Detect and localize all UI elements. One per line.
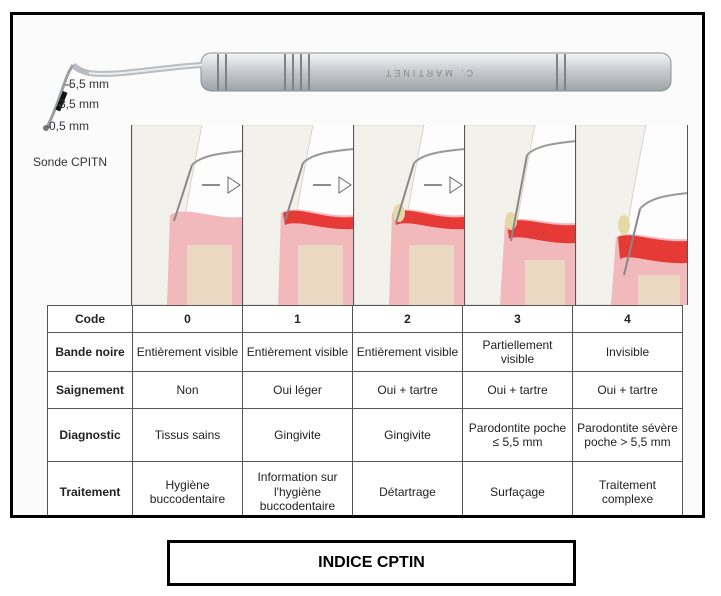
- saignement-cell: Oui + tartre: [572, 371, 683, 409]
- table-row-saignement: Saignement Non Oui léger Oui + tartre Ou…: [47, 371, 683, 409]
- traitement-cell: Détartrage: [352, 461, 463, 515]
- bande-cell: Partiellement visible: [462, 332, 573, 372]
- table-row-code: Code 0 1 2 3 4: [47, 305, 683, 333]
- illustration-code-3: [464, 125, 576, 305]
- diagnostic-cell: Gingivite: [352, 408, 463, 462]
- table-row-diagnostic: Diagnostic Tissus sains Gingivite Gingiv…: [47, 408, 683, 462]
- traitement-cell: Surfaçage: [462, 461, 573, 515]
- bande-cell: Entièrement visible: [352, 332, 463, 372]
- illustration-code-4: [575, 125, 688, 305]
- code-3-cell: 3: [462, 305, 573, 333]
- probe-engraving: C. MARTINET: [383, 68, 473, 78]
- row-header-bande-noire: Bande noire: [47, 332, 133, 372]
- table-row-traitement: Traitement Hygiène buccodentaire Informa…: [47, 461, 683, 515]
- cpitn-probe-illustration: C. MARTINET: [43, 52, 672, 131]
- probe-mark-0-5mm: 0,5 mm: [49, 119, 90, 133]
- table-row-bande-noire: Bande noire Entièrement visible Entièrem…: [47, 332, 683, 372]
- bande-cell: Invisible: [572, 332, 683, 372]
- traitement-cell: Information sur l'hygiène buccodentaire: [242, 461, 353, 515]
- diagnostic-cell: Parodontite poche ≤ 5,5 mm: [462, 408, 573, 462]
- code-2-cell: 2: [352, 305, 463, 333]
- diagnostic-cell: Gingivite: [242, 408, 353, 462]
- illustration-code-0: [131, 125, 243, 305]
- probe-mark-5-5mm: 5,5 mm: [69, 77, 110, 91]
- traitement-cell: Traitement complexe: [572, 461, 683, 515]
- row-header-diagnostic: Diagnostic: [47, 408, 133, 462]
- code-0-cell: 0: [132, 305, 243, 333]
- diagnostic-cell: Tissus sains: [132, 408, 243, 462]
- row-header-traitement: Traitement: [47, 461, 133, 515]
- saignement-cell: Non: [132, 371, 243, 409]
- clinical-illustrations: [131, 125, 688, 305]
- illustration-code-2: [353, 125, 465, 305]
- code-4-cell: 4: [572, 305, 683, 333]
- traitement-cell: Hygiène buccodentaire: [132, 461, 243, 515]
- saignement-cell: Oui + tartre: [462, 371, 573, 409]
- figure-frame: C. MARTINET 5,5 mm 3,5 mm 0,5 mm Sonde C…: [10, 12, 705, 518]
- diagnostic-cell: Parodontite sévère poche > 5,5 mm: [572, 408, 683, 462]
- row-header-code: Code: [47, 305, 133, 333]
- bande-cell: Entièrement visible: [242, 332, 353, 372]
- probe-mark-3-5mm: 3,5 mm: [59, 97, 100, 111]
- row-header-saignement: Saignement: [47, 371, 133, 409]
- code-1-cell: 1: [242, 305, 353, 333]
- figure-caption: INDICE CPTIN: [167, 540, 576, 586]
- probe-name-label: Sonde CPITN: [33, 155, 108, 169]
- saignement-cell: Oui + tartre: [352, 371, 463, 409]
- cpitn-table: Code 0 1 2 3 4 Bande noire Entièrement v…: [47, 305, 683, 515]
- illustration-code-1: [242, 125, 354, 305]
- saignement-cell: Oui léger: [242, 371, 353, 409]
- bande-cell: Entièrement visible: [132, 332, 243, 372]
